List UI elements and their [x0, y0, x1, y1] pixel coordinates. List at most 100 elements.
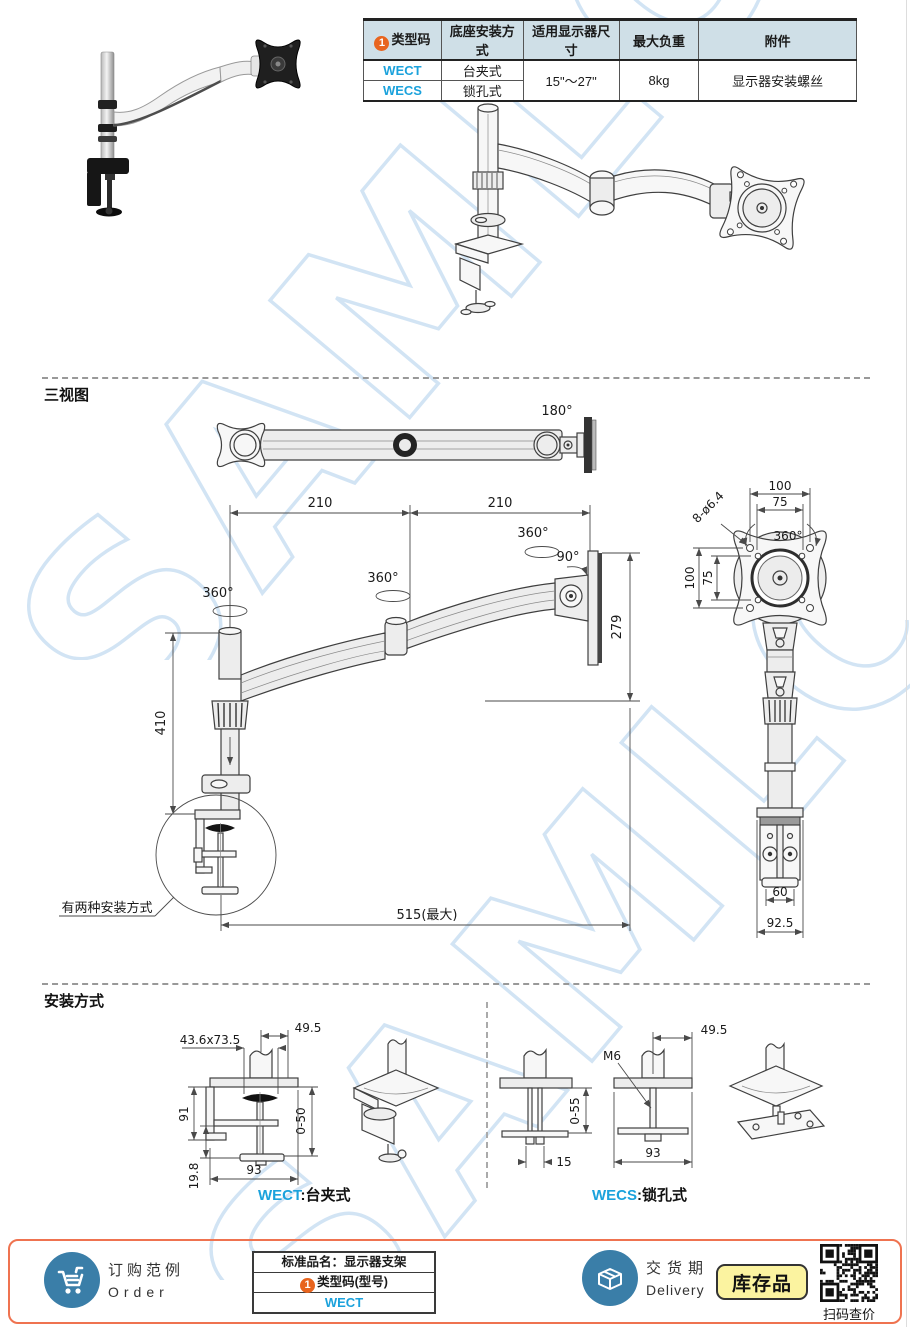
side-head-assembly — [554, 550, 602, 666]
dim-410: 410 — [154, 711, 169, 736]
dim-49-5-wect: 49.5 — [295, 1021, 322, 1035]
dim-410-group: 410 — [154, 632, 219, 815]
spec-code-wect: WECT — [363, 59, 442, 81]
product-name-row: 标准品名：显示器支架 — [254, 1253, 434, 1273]
install-divider — [486, 1002, 488, 1188]
dim-slot: 43.6x73.5 — [180, 1033, 241, 1047]
section-label-three-view: 三视图 — [44, 387, 90, 404]
separator-top — [42, 377, 870, 379]
dim-75-h: 75 — [701, 570, 715, 585]
dims-210: 210 210 — [229, 496, 591, 631]
note-two-mounts: 有两种安装方式 — [59, 896, 175, 917]
iso-arm — [497, 143, 741, 219]
wect-dims: 49.5 43.6x73.5 91 19.8 0-50 93 — [177, 1021, 321, 1189]
dim-0-50: 0-50 — [294, 1107, 308, 1134]
spec-mount-wect: 台夹式 — [440, 59, 524, 81]
dim-360-head: 360° — [517, 526, 548, 541]
dim-515-group: 515(最大) — [220, 708, 631, 931]
rear-view-drawing: 100 75 360° 100 75 8-ø6.4 — [683, 480, 827, 938]
dim-100-w: 100 — [769, 480, 792, 493]
wecs-isometric — [728, 1041, 826, 1140]
dim-92-5: 92.5 — [767, 916, 794, 930]
wecs-install-drawing: 0-55 15 M6 49.5 93 — [499, 1023, 826, 1169]
spec-header-size: 适用显示器尺寸 — [522, 19, 620, 61]
spec-header-load: 最大负重 — [618, 19, 700, 61]
dim-75-w: 75 — [772, 495, 787, 509]
dim-279-group: 279 — [485, 552, 640, 702]
wecs-caption-code: WECS — [592, 1187, 637, 1204]
dim-210-left: 210 — [308, 496, 333, 511]
wect-caption-code: WECT — [258, 1187, 301, 1204]
wecs-section-left: 0-55 15 — [499, 1047, 592, 1169]
spec-mount-wecs: 锁孔式 — [440, 80, 524, 102]
footer-type-badge: 1 — [300, 1278, 316, 1293]
dim-90: 90° — [556, 550, 579, 565]
detail-callout-circle — [155, 794, 277, 916]
dim-19-8: 19.8 — [187, 1163, 201, 1190]
top-view-arm — [216, 417, 597, 473]
iso-pole — [470, 103, 506, 243]
order-subtitle: Order — [108, 1284, 169, 1300]
dim-15: 15 — [556, 1155, 571, 1169]
dim-210-right: 210 — [488, 496, 513, 511]
wect-install-drawing: 49.5 43.6x73.5 91 19.8 0-50 93 — [177, 1021, 440, 1189]
dim-360-elbow: 360° — [367, 571, 398, 586]
rear-dims-bottom: 60 92.5 — [756, 820, 804, 938]
spec-max-load: 8kg — [618, 59, 700, 102]
order-icon-circle — [44, 1252, 100, 1308]
section-label-install: 安装方式 — [44, 993, 105, 1010]
separator-install — [42, 983, 870, 985]
photo-vesa-plate — [255, 39, 301, 89]
wecs-caption: WECS:锁孔式 — [592, 1184, 687, 1205]
spec-code-wecs: WECS — [363, 80, 442, 102]
delivery-title: 交货期 — [646, 1260, 710, 1277]
iso-vesa-plate — [719, 166, 805, 250]
spec-header-mount: 底座安装方式 — [440, 19, 524, 61]
spec-row-wecs: WECS 锁孔式 — [363, 80, 857, 102]
dim-m6: M6 — [603, 1049, 621, 1063]
wect-caption: WECT:台夹式 — [258, 1184, 351, 1205]
package-icon — [598, 1268, 622, 1290]
dim-93-wect: 93 — [246, 1163, 261, 1177]
spec-accessory: 显示器安装螺丝 — [698, 59, 857, 102]
product-photo — [87, 39, 301, 217]
type-value-row: WECT — [324, 1295, 364, 1310]
delivery-label-block: 交货期 Delivery — [646, 1257, 709, 1298]
dim-515: 515(最大) — [397, 908, 458, 923]
footer-frame — [8, 1239, 902, 1324]
order-label-block: 订购范例 Order — [108, 1259, 184, 1300]
type-code-badge: 1 — [374, 36, 390, 51]
qr-code — [820, 1244, 878, 1302]
dim-60: 60 — [772, 885, 787, 899]
delivery-subtitle: Delivery — [646, 1282, 705, 1298]
photo-arm — [113, 55, 266, 127]
dim-360-pole: 360° — [202, 586, 233, 601]
dim-91: 91 — [177, 1106, 191, 1121]
spec-header-accessory: 附件 — [698, 19, 857, 61]
note-two-mounts-text: 有两种安装方式 — [61, 900, 152, 916]
rear-vesa-plate — [733, 530, 827, 626]
wecs-section-mid: M6 49.5 93 — [603, 1023, 727, 1168]
wect-isometric — [352, 1037, 440, 1163]
stock-badge: 库存品 — [716, 1264, 808, 1300]
dim-0-55: 0-55 — [568, 1097, 582, 1124]
side-view-drawing: 210 210 360° 360° 360° 90° 85° — [59, 496, 640, 931]
side-arm1 — [240, 632, 386, 702]
wect-caption-type: :台夹式 — [300, 1187, 351, 1204]
qr-caption: 扫码查价 — [822, 1307, 875, 1322]
spec-size-range: 15"～27" — [522, 59, 620, 102]
dim-holes: 8-ø6.4 — [690, 489, 727, 526]
side-pole — [194, 626, 251, 820]
side-clamp — [193, 818, 239, 895]
isometric-drawing — [453, 103, 805, 316]
spec-row-wect: WECT 台夹式 15"～27" 8kg 显示器安装螺丝 — [363, 59, 857, 102]
photo-clamp — [87, 158, 129, 217]
delivery-icon-circle — [582, 1250, 638, 1306]
wecs-caption-type: :锁孔式 — [637, 1187, 687, 1204]
dim-279: 279 — [610, 615, 625, 640]
